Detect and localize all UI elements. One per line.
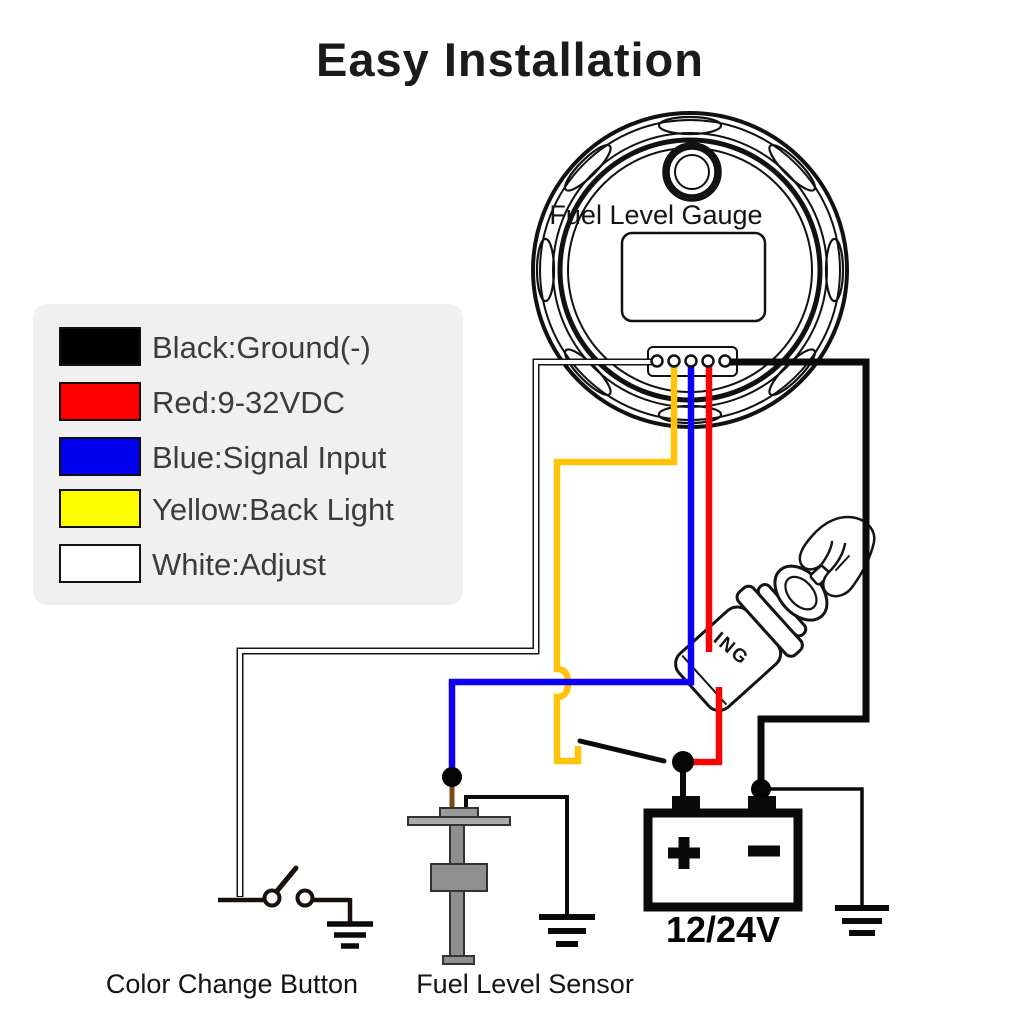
battery [643, 796, 803, 912]
connector-pin-yellow [667, 354, 681, 368]
ground-symbol-sensor [539, 914, 595, 947]
connector-pin-blue [684, 354, 698, 368]
legend-swatch-blue [59, 437, 141, 476]
legend-swatch-white [59, 544, 141, 583]
sensor-float [430, 863, 488, 892]
legend-label-yellow: Yellow:Back Light [152, 492, 394, 527]
gauge-top-button-inner [674, 154, 710, 190]
fuel-level-sensor [407, 778, 569, 965]
fuel-level-sensor-label: Fuel Level Sensor [416, 969, 634, 999]
sensor-ground-wire [464, 795, 569, 914]
wire-negative-to-ground [761, 787, 864, 905]
connector-pin-white [650, 354, 664, 368]
wire-blue [448, 362, 695, 772]
switch-contact [262, 888, 282, 908]
gauge-top-button [662, 142, 722, 202]
battery-label: 12/24V [666, 909, 780, 950]
wire-white [238, 360, 657, 896]
connector-pin-red [701, 354, 715, 368]
sensor-base [442, 955, 475, 965]
hand-with-key-illustration [798, 515, 876, 598]
color-change-button-switch [218, 865, 353, 924]
junction-dot-battery-positive [672, 751, 694, 773]
switch-lever [274, 865, 299, 894]
color-change-button-label: Color Change Button [106, 969, 358, 999]
backlight-switch-lever [577, 738, 667, 764]
legend-swatch-yellow [59, 489, 141, 528]
switch-contact [295, 888, 315, 908]
sensor-flange [407, 816, 511, 826]
battery-polarity-marks [668, 837, 780, 869]
ground-symbol-button [327, 921, 373, 949]
gauge-display-window [620, 231, 767, 323]
ground-symbol-battery [835, 905, 889, 936]
connector-pin-black [718, 354, 732, 368]
wire-red-ignition-to-battery [690, 687, 723, 766]
legend-label-red: Red:9-32VDC [152, 385, 345, 420]
wiring [218, 358, 870, 924]
legend-label-blue: Blue:Signal Input [152, 440, 387, 475]
junction-dot-battery-negative [751, 779, 771, 799]
legend-label-black: Black:Ground(-) [152, 330, 371, 365]
battery-body [643, 808, 803, 912]
legend-background [33, 304, 463, 605]
ignition-keyway [784, 575, 818, 611]
gauge-label: Fuel Level Gauge [549, 200, 762, 230]
legend-panel: Black:Ground(-) Red:9-32VDC Blue:Signal … [33, 304, 463, 605]
legend-swatch-black [59, 327, 141, 366]
legend-swatch-red [59, 382, 141, 421]
connector-pins [650, 354, 732, 368]
junction-dot-sensor [442, 767, 462, 787]
page-title: Easy Installation [316, 33, 704, 86]
legend-label-white: White:Adjust [152, 547, 326, 582]
wire-black [725, 358, 870, 806]
ignition-switch [674, 515, 876, 712]
